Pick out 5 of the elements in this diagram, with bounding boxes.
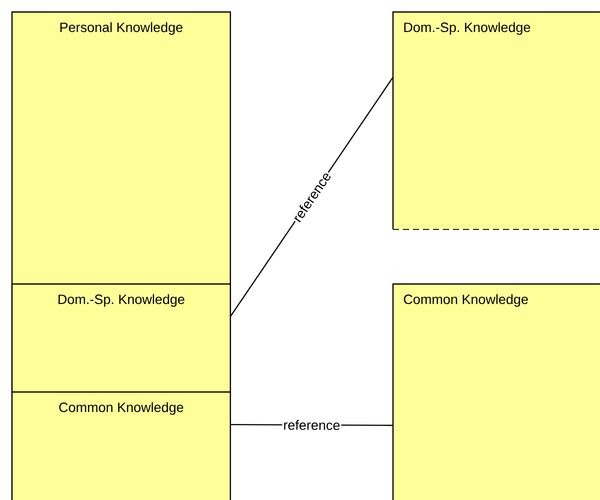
edge-label: reference — [282, 418, 342, 432]
knowledge-box: Common Knowledge — [11, 391, 231, 500]
knowledge-box: Common Knowledge — [392, 283, 600, 500]
knowledge-box: Dom.-Sp. Knowledge — [11, 283, 231, 393]
knowledge-box: Dom.-Sp. Knowledge — [392, 11, 600, 230]
